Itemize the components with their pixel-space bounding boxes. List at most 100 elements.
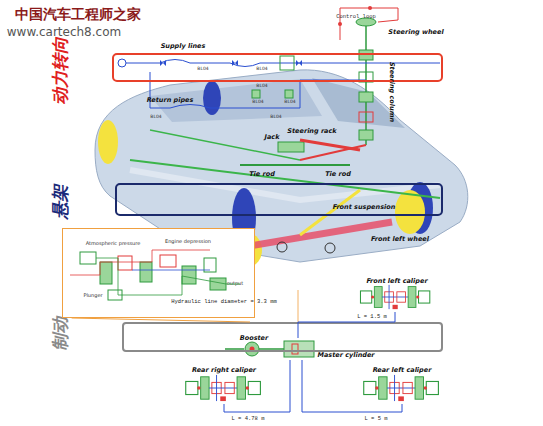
signal-label: Control loop [336, 14, 376, 20]
inset-label: output [227, 281, 244, 286]
master-cylinder-node: Master cylinder [282, 338, 374, 360]
inset-label: Engine depression [165, 239, 211, 244]
caliper-node: Front left caliper [352, 278, 442, 312]
part-label: Master cylinder [317, 352, 374, 359]
part-label: Front left wheel [371, 236, 429, 243]
return-pipe [150, 72, 300, 108]
hydraulic-connector [72, 318, 250, 322]
yellow-link [300, 190, 360, 235]
watermark: 中国汽车工程师之家 [15, 7, 141, 21]
pipe-node [160, 60, 166, 66]
pipe-node [296, 60, 302, 66]
inset-block [80, 252, 96, 264]
power-steering-band: 动力转向 [112, 53, 443, 82]
length-label: L = 5 m [364, 416, 387, 422]
brake-band: 制动Booster [122, 322, 443, 352]
pipe-label: BL04 [270, 115, 281, 120]
part-label: Front suspension [333, 204, 396, 211]
inset-wire [70, 250, 210, 275]
inset-label: Plunger [83, 293, 102, 298]
length-label: L = 1.5 m [357, 314, 387, 320]
steering-wheel [356, 18, 376, 26]
body-highlight [130, 170, 440, 200]
valve-block [252, 90, 260, 98]
part-label: Tie rod [249, 171, 275, 178]
caliper-symbol [360, 285, 429, 309]
suspension-band: 悬架Front suspension [115, 183, 443, 216]
inset-block [100, 262, 112, 284]
length-label: L = 4.78 m [231, 416, 264, 422]
inset-block [210, 278, 226, 290]
tie-rod [240, 164, 350, 166]
booster-symbol [245, 342, 259, 356]
inset-wire [132, 270, 210, 271]
pipe-label: BL04 [284, 100, 295, 105]
tire [203, 81, 221, 115]
inset-block [182, 266, 196, 284]
pump-symbol [118, 59, 126, 67]
control-loop-wire [340, 8, 398, 40]
caliper-node: Rear right caliper [180, 366, 268, 404]
pipe-node [232, 60, 238, 66]
column-block [359, 92, 373, 102]
pipe-label: BL04 [150, 115, 161, 120]
hydraulic-connector [224, 360, 290, 412]
part-label: Front left caliper [366, 278, 427, 285]
jack-cylinder [278, 142, 304, 152]
part-label: Return pipes [147, 97, 194, 104]
section-heading: 动力转向 [52, 37, 69, 105]
part-label: Rear left caliper [373, 367, 432, 374]
caliper-symbol [364, 375, 439, 401]
part-label: Tie rod [325, 171, 351, 178]
column-block [359, 50, 373, 60]
part-label: Steering column [389, 62, 396, 122]
part-label: Booster [240, 335, 268, 342]
section-heading: 制动 [52, 317, 69, 351]
inset-block [140, 262, 152, 282]
inset-block [160, 255, 176, 267]
steering-column [365, 22, 367, 145]
pipe-label: BL04 [256, 67, 267, 72]
inset-wire [96, 258, 240, 295]
joint-symbol [277, 242, 287, 252]
part-label: Supply lines [161, 43, 206, 50]
master-cylinder-symbol [284, 341, 314, 357]
caliper-node: Rear left caliper [358, 366, 446, 404]
valve-block [285, 90, 293, 98]
inset-block [118, 256, 132, 270]
joint-symbol [325, 243, 335, 253]
booster-inset: Atmospheric pressure Engine depressionPlu… [62, 228, 255, 318]
signal-dot [368, 6, 372, 10]
steering-rack [300, 140, 360, 150]
supply-pipe [126, 60, 440, 67]
push-rod [259, 348, 284, 350]
pipe-label: BL04 [256, 84, 267, 89]
valve-block [280, 56, 294, 70]
signal-dot [338, 22, 342, 26]
dimension-note: Hydraulic line diameter = 3.3 mm [171, 299, 277, 305]
chamber-symbol [292, 344, 298, 354]
hydraulic-connector [298, 312, 395, 338]
part-label: Steering rack [287, 128, 336, 135]
pipe-label: BL04 [197, 67, 208, 72]
inset-label: Atmospheric pressure [86, 241, 141, 246]
callout-line [298, 290, 299, 322]
inset-block [204, 258, 216, 272]
hydraulic-connector [302, 360, 402, 412]
column-block [359, 130, 373, 140]
side-window [150, 79, 322, 122]
wheel-rim [98, 120, 118, 164]
caliper-symbol [186, 375, 261, 401]
part-label: Jack [265, 134, 280, 141]
axle-line [130, 160, 440, 198]
inset-block [108, 290, 122, 300]
suspension-beam [238, 222, 392, 248]
windshield [312, 78, 405, 128]
pedal-rod [225, 348, 244, 350]
part-label: Rear right caliper [192, 367, 256, 374]
column-block [359, 112, 373, 122]
rack-link [300, 145, 366, 160]
